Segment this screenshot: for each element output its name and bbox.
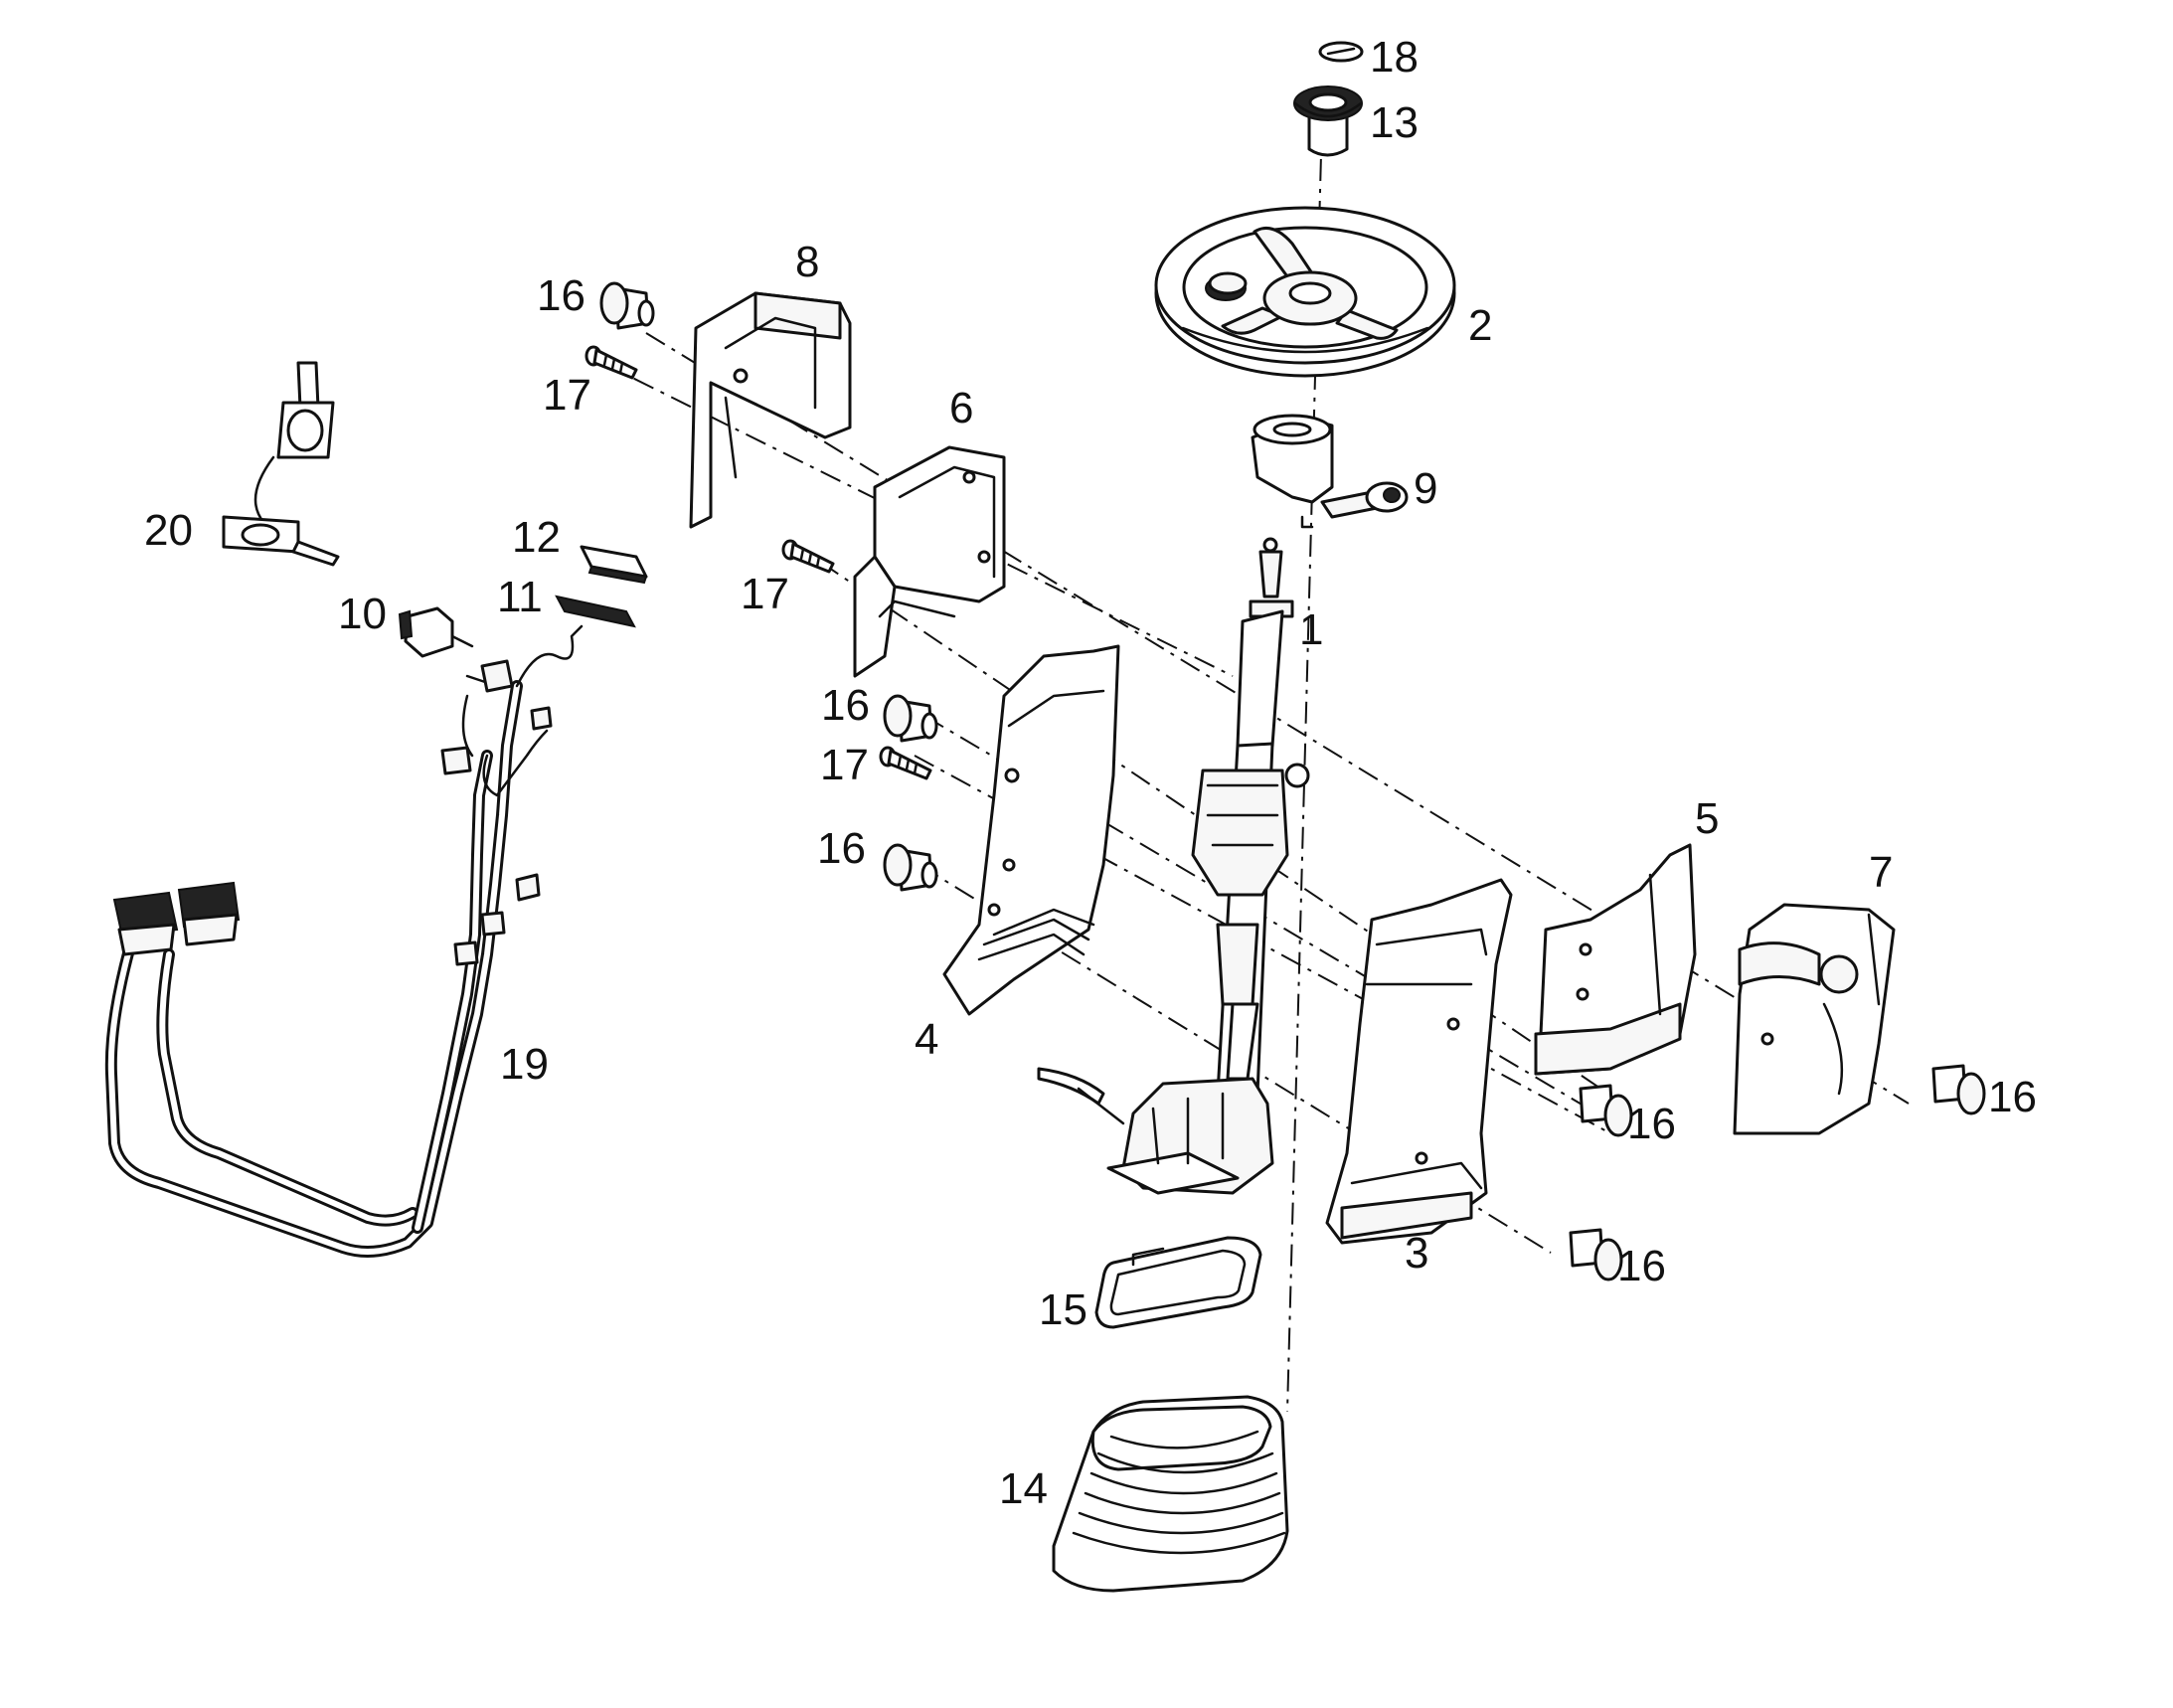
callout-17-c: 17	[820, 741, 869, 789]
screw-17-c	[879, 746, 932, 780]
part-13-hub	[1293, 85, 1363, 157]
callout-2: 2	[1468, 301, 1492, 350]
part-15-gasket	[1094, 1236, 1262, 1329]
callout-16-c: 16	[817, 824, 866, 873]
callout-1: 1	[1299, 605, 1323, 654]
part-2-steering-wheel	[1154, 206, 1456, 378]
bolt-16-c	[883, 843, 938, 892]
callout-16-a: 16	[537, 271, 585, 320]
callout-16-f: 16	[1988, 1073, 2037, 1121]
callout-8: 8	[795, 238, 819, 286]
bolt-16-a	[599, 281, 655, 330]
callout-12: 12	[512, 513, 561, 562]
part-1-steering-column	[1037, 537, 1310, 1195]
axis-top-cover	[645, 332, 1910, 1105]
part-5-right-panel	[1534, 843, 1697, 1076]
part-3-front-shroud	[1325, 878, 1513, 1245]
part-11-seal-strip	[555, 595, 636, 628]
callout-3: 3	[1405, 1229, 1428, 1278]
callout-19: 19	[500, 1040, 549, 1089]
part-19-wire-harness	[104, 624, 584, 1258]
part-20-bracket	[222, 361, 340, 567]
part-10-switch	[398, 606, 474, 658]
part-12-connector-strip	[580, 545, 648, 585]
part-6-mid-cover	[853, 445, 1006, 678]
part-14-rubber-boot	[1052, 1395, 1289, 1593]
part-4-left-shroud	[942, 644, 1120, 1016]
axis-screw-6	[819, 561, 1631, 1110]
part-7-right-cover	[1733, 903, 1896, 1135]
part-16-bolts	[599, 281, 1986, 1281]
callout-10: 10	[338, 590, 387, 638]
callout-14: 14	[999, 1464, 1048, 1513]
bolt-16-f	[1931, 1064, 1986, 1115]
callout-15: 15	[1039, 1285, 1087, 1334]
callout-16-b: 16	[821, 681, 870, 730]
callout-7: 7	[1869, 848, 1893, 897]
callout-6: 6	[949, 384, 973, 432]
part-8-rear-cover	[689, 291, 852, 529]
callout-20: 20	[144, 506, 193, 555]
part-17-screws	[585, 345, 932, 780]
callout-17-a: 17	[543, 371, 591, 420]
callout-18: 18	[1370, 33, 1419, 82]
screw-17-a	[585, 345, 638, 380]
bolt-16-e	[1569, 1228, 1623, 1281]
part-18-cap	[1318, 41, 1364, 63]
callout-9: 9	[1414, 464, 1437, 513]
bolt-16-b	[883, 694, 938, 743]
screw-17-b	[781, 539, 835, 574]
callout-11: 11	[497, 573, 543, 621]
callout-labels: 1 2 3 4 5 6 7 8 9 10 11 12 13 14 15 16 1…	[144, 33, 2037, 1513]
callout-5: 5	[1695, 794, 1719, 843]
callout-13: 13	[1370, 98, 1419, 147]
bolt-16-d	[1579, 1084, 1633, 1137]
callout-4: 4	[915, 1015, 938, 1064]
callout-17-b: 17	[741, 570, 789, 618]
part-9-tilt-lever-block	[1251, 414, 1409, 529]
callout-16-e: 16	[1617, 1242, 1666, 1290]
callout-16-d: 16	[1627, 1100, 1676, 1148]
